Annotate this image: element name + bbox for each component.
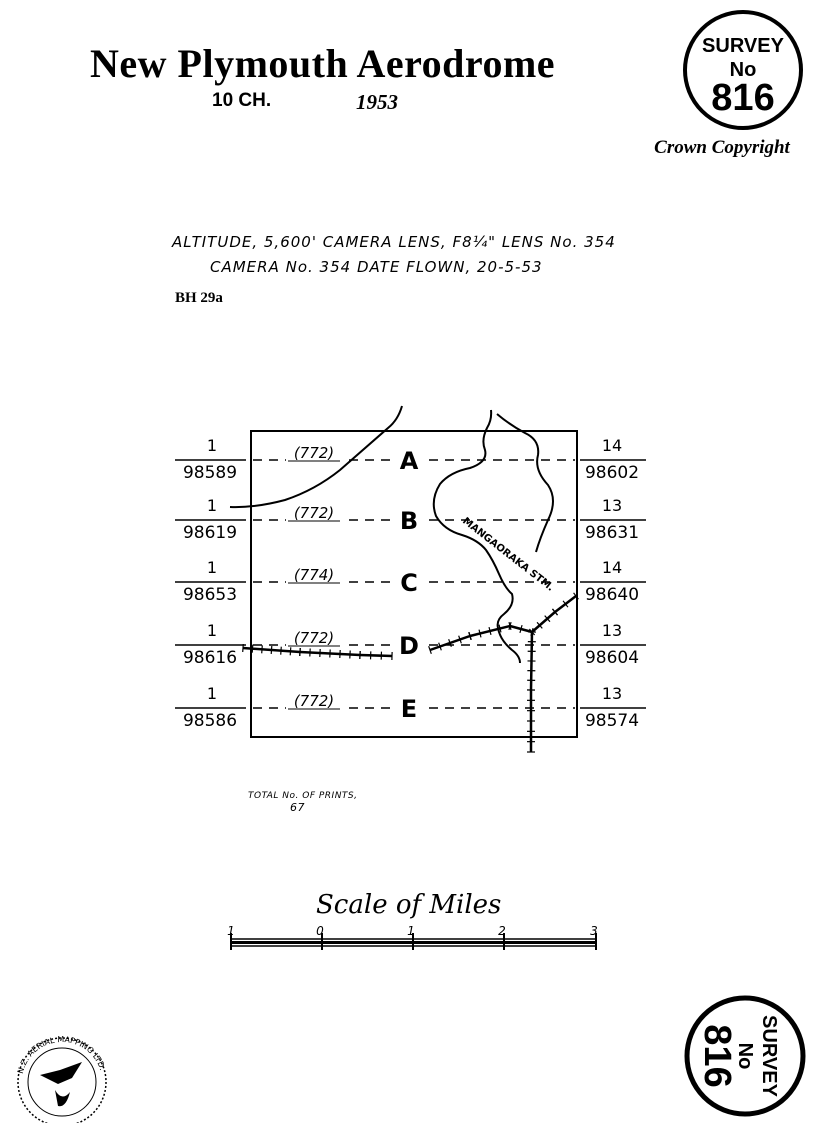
run-right-film-number: 98574	[585, 711, 639, 731]
run-altitude: (772)	[294, 504, 334, 522]
railway-central-tie	[488, 626, 492, 636]
run-letter-bg	[396, 631, 424, 659]
run-letter-bg	[396, 568, 424, 596]
run-altitude: (772)	[294, 444, 334, 462]
run-left-film-number: 98653	[183, 585, 237, 605]
run-right-print-count: 14	[602, 558, 622, 577]
reference-code: BH 29a	[175, 290, 223, 306]
run-left-first-print: 1	[207, 684, 217, 703]
run-right-film-number: 98602	[585, 463, 639, 483]
scale-bar-title: Scale of Miles	[316, 890, 502, 920]
total-prints-label: TOTAL No. OF PRINTS,	[248, 791, 358, 801]
eagle-icon	[40, 1062, 82, 1084]
mangaoraka-stream	[432, 409, 521, 664]
railway-northeast-tie	[562, 600, 569, 608]
railway-central-tie	[438, 642, 442, 651]
scale-tick-label: 0	[316, 924, 324, 938]
run-left-first-print: 1	[207, 621, 217, 640]
run-left-film-number: 98616	[183, 648, 237, 668]
badge-bottom-line2: No	[734, 1043, 756, 1070]
railway-west-tie	[270, 645, 273, 655]
map-frame	[250, 430, 578, 738]
run-altitude-bg	[286, 694, 344, 710]
run-right-film-number: 98631	[585, 523, 639, 543]
scale-bar-ticks: 1 0 1 2 3	[227, 924, 598, 950]
page-title: New Plymouth Aerodrome	[90, 41, 556, 86]
badge-top-number: 816	[711, 77, 774, 119]
run-left-film-number: 98589	[183, 463, 237, 483]
run-altitude-bg	[286, 568, 344, 584]
stream-tributary	[496, 413, 554, 553]
run-left-first-print: 1	[207, 558, 217, 577]
run-altitude-bg	[286, 631, 344, 647]
scale-tick-label: 1	[227, 924, 235, 938]
railway-west	[359, 653, 393, 658]
badge-bottom-line1: SURVEY	[758, 1015, 780, 1098]
railway-northeast	[531, 611, 556, 633]
scale-tick-label: 2	[498, 924, 506, 938]
run-letter-bg	[396, 694, 424, 722]
run-altitude: (772)	[294, 692, 334, 710]
run-left-film-number: 98586	[183, 711, 237, 731]
run-right-print-count: 14	[602, 436, 622, 455]
railway-central-tie	[428, 646, 432, 654]
run-letter-e: E	[401, 695, 417, 723]
railway-west-tie	[251, 644, 254, 653]
run-right-film-number: 98604	[585, 648, 639, 668]
total-prints-count: 67	[290, 801, 305, 814]
flight-info-line2: CAMERA No. 354 DATE FLOWN, 20-5-53	[210, 258, 543, 276]
survey-year: 1953	[356, 90, 398, 114]
run-left-film-number: 98619	[183, 523, 237, 543]
map-scale-chains: 10 CH.	[212, 90, 272, 111]
run-letter-bg	[396, 446, 424, 474]
run-right-print-count: 13	[602, 684, 622, 703]
total-prints: TOTAL No. OF PRINTS, 67	[248, 791, 358, 813]
railway-northeast-tie	[552, 608, 558, 616]
railway-northeast-tie	[573, 592, 579, 600]
scale-tick-label: 3	[590, 924, 598, 938]
run-altitude-bg	[286, 506, 344, 522]
scale-tick-label: 1	[407, 924, 415, 938]
run-letter-d: D	[399, 632, 419, 660]
run-left-first-print: 1	[207, 436, 217, 455]
run-letter-bg	[396, 506, 424, 534]
railway-central-tie	[478, 629, 482, 638]
railway-central-tie	[519, 624, 523, 634]
run-right-print-count: 13	[602, 496, 622, 515]
railway-northeast-tie	[544, 615, 551, 623]
railway-northeast-tie	[536, 621, 543, 629]
run-letter-a: A	[400, 447, 419, 475]
railway-central-tie	[508, 621, 512, 631]
railway-central-tie	[458, 635, 462, 644]
railway-west-tie	[289, 647, 292, 656]
run-right-print-count: 13	[602, 621, 622, 640]
copyright-notice: Crown Copyright	[654, 137, 790, 158]
railway-central-tie	[468, 631, 472, 641]
badge-top-line2: No	[730, 59, 757, 81]
railway-lines	[242, 592, 579, 753]
run-altitude: (772)	[294, 629, 334, 647]
flight-info-line1: ALTITUDE, 5,600' CAMERA LENS, F8¼" LENS …	[172, 233, 616, 251]
railway-central-tie	[498, 624, 502, 633]
river-west	[229, 405, 403, 509]
run-altitude-bg	[286, 446, 344, 462]
badge-bottom-number: 816	[696, 1024, 738, 1087]
run-left-first-print: 1	[207, 496, 217, 515]
run-altitude: (774)	[294, 566, 334, 584]
run-right-film-number: 98640	[585, 585, 639, 605]
run-letter-c: C	[400, 569, 418, 597]
nz-map-icon	[55, 1090, 70, 1107]
railway-west-tie	[261, 645, 263, 654]
run-letter-b: B	[400, 507, 418, 535]
badge-top-line1: SURVEY	[702, 35, 785, 57]
railway-west-tie	[280, 646, 282, 655]
